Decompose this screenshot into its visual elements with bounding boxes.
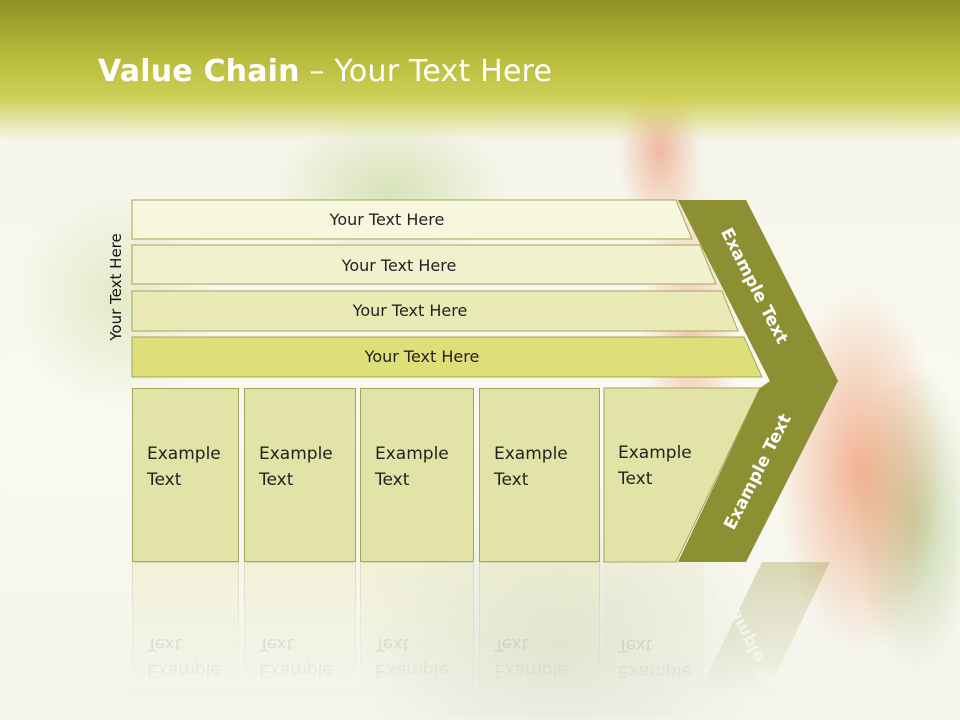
bar-4: Your Text Here [132, 337, 762, 376]
bar-shape-2 [131, 244, 717, 285]
column-1: Example Text [132, 388, 239, 562]
bar-shape-1 [131, 199, 693, 240]
column-2-line2: Text [259, 470, 294, 490]
reflection-inner: Example Text Example Text Example Text E… [0, 562, 960, 720]
header-band [0, 0, 960, 140]
column-4-line2: Text [494, 470, 529, 490]
title-bold: Value Chain [98, 54, 300, 89]
reflection: Example Text Example Text Example Text E… [0, 562, 960, 720]
bar-3-label: Your Text Here [352, 301, 468, 320]
column-5-line2: Text [618, 469, 653, 489]
reflection-arrow: Example Text [678, 562, 830, 720]
bar-2-label: Your Text Here [341, 256, 457, 275]
column-5-line1: Example [618, 443, 692, 463]
bar-3: Your Text Here [132, 291, 738, 330]
column-2: Example Text [244, 388, 356, 562]
column-1-line2: Text [147, 470, 182, 490]
column-2-line1: Example [259, 444, 333, 464]
column-3: Example Text [360, 388, 474, 562]
bar-1-label: Your Text Here [329, 210, 445, 229]
column-4-line1: Example [494, 444, 568, 464]
column-4: Example Text [479, 388, 600, 562]
column-shape-5 [603, 387, 761, 563]
bar-shape-3 [131, 290, 739, 332]
title-rest: – Your Text Here [299, 54, 553, 89]
column-1-line1: Example [147, 444, 221, 464]
bar-1: Your Text Here [132, 200, 692, 239]
slide-title: Value Chain – Your Text Here [98, 54, 552, 89]
reflection-chevron [678, 562, 830, 720]
bar-4-label: Your Text Here [364, 347, 480, 366]
column-5: Example Text [604, 388, 704, 562]
column-3-line1: Example [375, 444, 449, 464]
bar-2: Your Text Here [132, 246, 716, 285]
column-3-line2: Text [375, 470, 410, 490]
bar-shape-4 [131, 336, 763, 378]
chevron-arrow-top [678, 200, 838, 381]
